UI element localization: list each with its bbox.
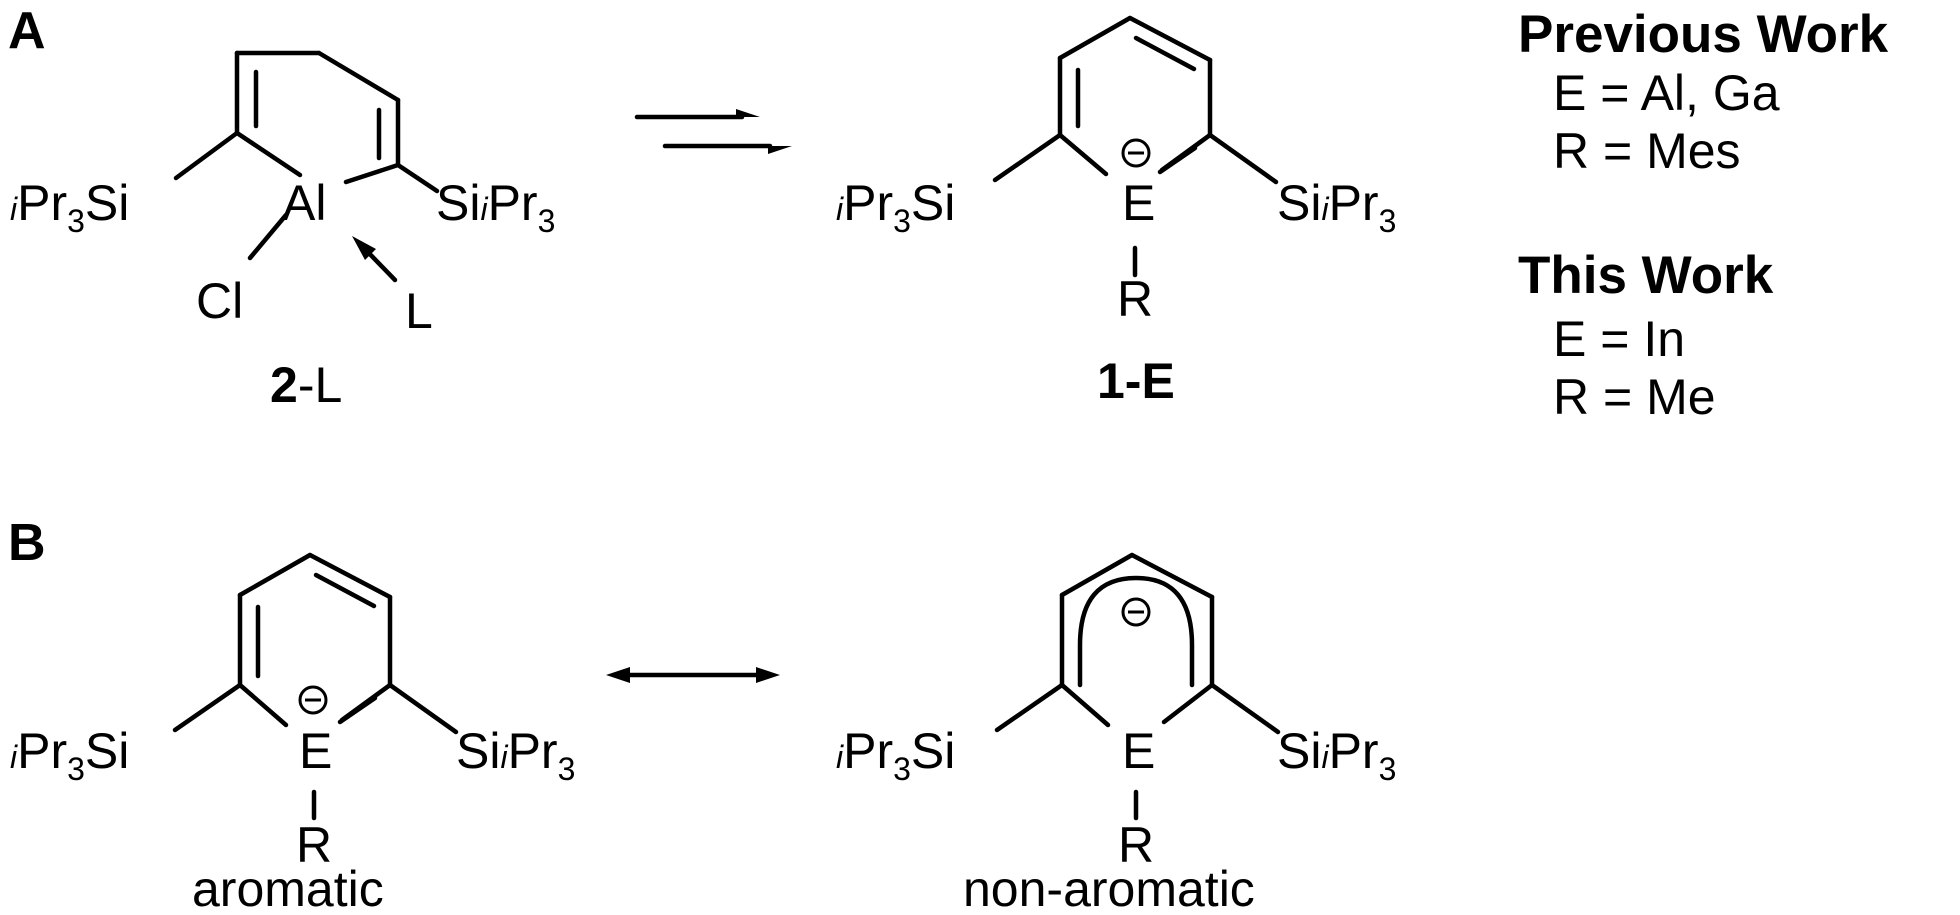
silyl-group-right: SiiPr3 — [456, 723, 575, 787]
equilibrium-arrow — [634, 109, 792, 154]
ring-bonds — [994, 552, 1281, 821]
ligand-label: L — [405, 283, 433, 339]
silyl-group-right: SiiPr3 — [436, 175, 555, 239]
substituent-r: R — [1118, 817, 1154, 873]
silyl-group-right: SiiPr3 — [1277, 175, 1396, 239]
silyl-group-left: iPr3Si — [10, 175, 129, 239]
ring-bonds — [173, 50, 440, 283]
non-aromatic-label: non-aromatic — [963, 861, 1255, 915]
element-e-atom: E — [299, 723, 332, 779]
molecule-1-E: iPr3Si E SiiPr3 R 1-E — [836, 15, 1396, 409]
element-e-atom: E — [1122, 723, 1155, 779]
molecule-non-aromatic: iPr3Si E SiiPr3 R non-aromatic — [836, 552, 1396, 915]
chloride-atom: Cl — [196, 273, 243, 329]
negative-charge-icon — [298, 685, 328, 715]
panel-label-b: B — [8, 514, 46, 572]
substituent-r: R — [1117, 271, 1153, 327]
negative-charge-icon — [1121, 138, 1151, 168]
aromatic-label: aromatic — [192, 861, 384, 915]
previous-work-elements: E = Al, Ga — [1553, 65, 1780, 121]
resonance-arrow — [606, 667, 780, 683]
substituent-r: R — [296, 817, 332, 873]
this-work-substituent: R = Me — [1553, 369, 1716, 425]
molecule-2-L: iPr3Si Al SiiPr3 Cl L 2-L — [10, 50, 555, 413]
substituent-legend: Previous Work E = Al, Ga R = Mes This Wo… — [1518, 5, 1889, 425]
ring-bonds — [172, 552, 459, 821]
compound-2-L-label: 2-L — [270, 357, 342, 413]
aluminium-atom: Al — [282, 175, 326, 231]
previous-work-substituent: R = Mes — [1553, 123, 1741, 179]
element-e-atom: E — [1122, 175, 1155, 231]
silyl-group-left: iPr3Si — [836, 723, 955, 787]
compound-1-E-label: 1-E — [1097, 353, 1175, 409]
previous-work-header: Previous Work — [1518, 5, 1889, 64]
molecule-aromatic: iPr3Si E SiiPr3 R aromatic — [10, 552, 575, 915]
this-work-element: E = In — [1553, 311, 1685, 367]
silyl-group-right: SiiPr3 — [1277, 723, 1396, 787]
ring-bonds — [992, 15, 1279, 278]
this-work-header: This Work — [1518, 246, 1774, 305]
dative-arrowhead — [352, 236, 376, 260]
negative-charge-icon — [1121, 597, 1151, 627]
silyl-group-left: iPr3Si — [836, 175, 955, 239]
silyl-group-left: iPr3Si — [10, 723, 129, 787]
panel-label-a: A — [8, 2, 46, 60]
